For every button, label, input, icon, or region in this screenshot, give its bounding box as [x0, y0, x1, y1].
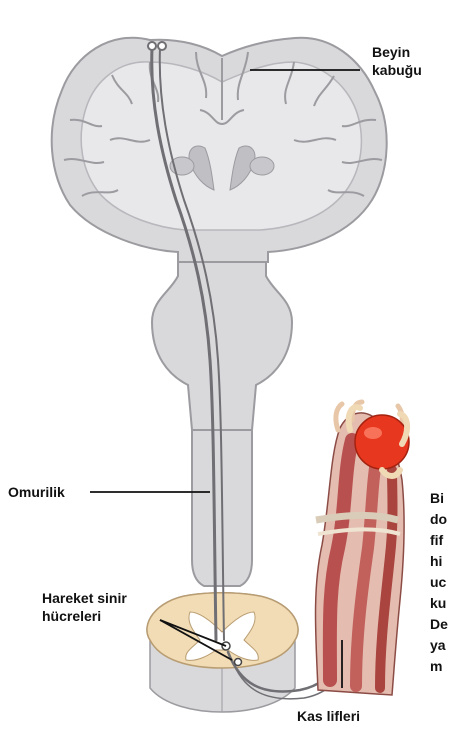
spinal-cross-section: [147, 593, 298, 712]
brain-section: [52, 38, 387, 262]
label-motor-neurons-line2: hücreleri: [42, 608, 101, 625]
label-motor-neurons-line1: Hareket sinir: [42, 590, 127, 607]
motor-neuron-2: [235, 659, 242, 666]
label-spinal-cord: Omurilik: [8, 484, 65, 501]
side-text-line: fif: [430, 530, 453, 551]
label-muscle-fibers: Kas lifleri: [297, 708, 360, 725]
label-cortex-line2: kabuğu: [372, 62, 422, 79]
side-text-line: ya: [430, 635, 453, 656]
side-text-line: hi: [430, 551, 453, 572]
basal-ganglia-right: [250, 157, 274, 175]
side-paragraph-fragment: Bi do fif hi uc ku De ya m: [430, 488, 453, 677]
side-text-line: m: [430, 656, 453, 677]
side-text-line: De: [430, 614, 453, 635]
cortex-neuron-2: [158, 42, 166, 50]
label-cortex-line1: Beyin: [372, 44, 410, 61]
cortex-neuron-1: [148, 42, 156, 50]
side-text-line: Bi: [430, 488, 453, 509]
brainstem: [152, 262, 292, 430]
side-text-line: ku: [430, 593, 453, 614]
side-text-line: do: [430, 509, 453, 530]
side-text-line: uc: [430, 572, 453, 593]
